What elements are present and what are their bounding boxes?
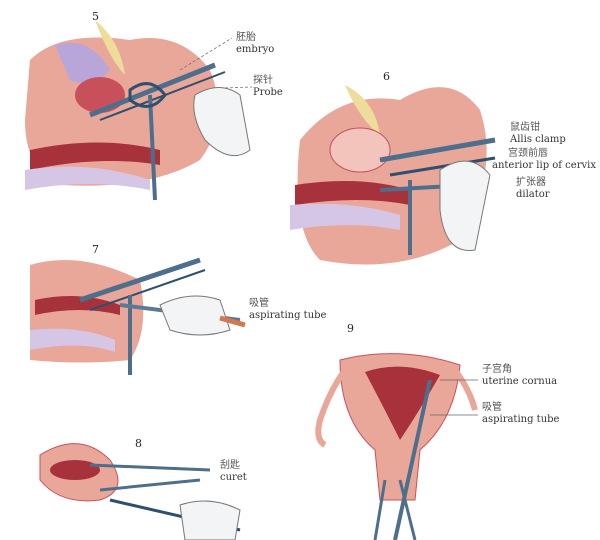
figure-number: 6 [383, 70, 390, 83]
figure-6-drawing [290, 85, 496, 265]
figure-number: 9 [347, 322, 354, 335]
figure-number: 7 [92, 243, 99, 256]
figure-number: 5 [92, 10, 99, 23]
figure-5-drawing [25, 20, 253, 201]
figure-9-drawing [315, 353, 478, 540]
figure-8-drawing [39, 443, 241, 540]
figure-7-drawing [30, 257, 246, 375]
figure-number: 8 [135, 437, 142, 450]
